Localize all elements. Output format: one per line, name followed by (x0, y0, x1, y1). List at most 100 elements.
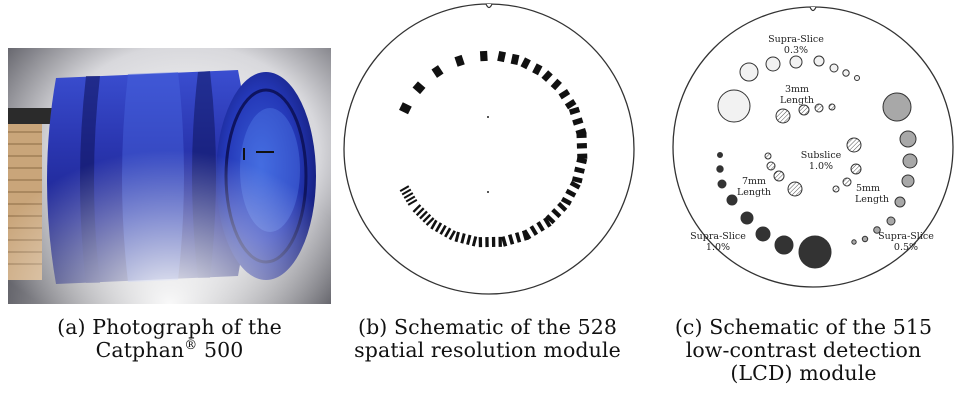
medium-contrast-disk (894, 196, 906, 208)
resolution-bar (507, 234, 515, 245)
line-pair-group (560, 180, 581, 206)
dark-contrast-disk (726, 194, 738, 206)
caption-a-line1: (a) Photograph of the (57, 315, 282, 339)
registered-mark: ® (184, 338, 198, 354)
resolution-bar (454, 54, 465, 67)
resolution-bar (541, 70, 553, 82)
light-contrast-disk (842, 69, 850, 77)
resolution-bar (571, 176, 583, 184)
label-3mm: 3mm (785, 84, 809, 95)
caption-c-line3: (LCD) module (730, 361, 877, 385)
resolution-bar (405, 195, 416, 203)
resolution-bar (412, 81, 426, 95)
resolution-bar (543, 217, 552, 228)
label-supra-slice-top: Supra-Slice (768, 34, 824, 45)
caption-a-model: 500 (197, 338, 244, 362)
light-contrast-disk (717, 89, 751, 123)
medium-contrast-disk (899, 130, 917, 148)
resolution-bar (529, 225, 539, 236)
resolution-bar (536, 221, 545, 232)
resolution-bar (448, 230, 456, 241)
label-7mm: 7mm (742, 176, 766, 187)
resolution-bar (576, 132, 587, 139)
line-pair-group (541, 70, 562, 91)
resolution-bar (471, 236, 478, 247)
line-pair-group (576, 132, 588, 160)
module-outline (343, 3, 635, 295)
resolution-bar (545, 214, 556, 225)
resolution-bar (550, 78, 562, 91)
label-supra-slice-right: Supra-Slice (878, 231, 934, 242)
line-pair-group (520, 57, 543, 76)
resolution-bar (431, 65, 444, 78)
label-supra-slice-top-pct: 0.3% (784, 45, 808, 56)
line-pair-group (497, 50, 520, 66)
hatch-contrast-disk (850, 163, 862, 175)
dark-contrast-disk (740, 211, 754, 225)
line-pair-group (478, 236, 502, 248)
light-contrast-disk (854, 75, 860, 81)
resolution-bar (444, 227, 452, 238)
resolution-bar (491, 236, 496, 247)
hatch-contrast-disk (787, 181, 803, 197)
dark-contrast-disk (798, 235, 832, 269)
alignment-notch (809, 6, 817, 12)
line-pair-group (501, 230, 529, 247)
medium-contrast-disk (873, 226, 881, 234)
resolution-bar (485, 237, 489, 248)
resolution-bar (412, 204, 422, 213)
line-pair-group (431, 65, 444, 78)
resolution-bar (419, 210, 428, 220)
resolution-bar (565, 188, 577, 198)
resolution-bar (510, 53, 520, 66)
resolution-bar (425, 217, 435, 226)
label-subslice-pct: 1.0% (809, 161, 833, 172)
line-pair-group (571, 157, 588, 184)
resolution-bar (454, 231, 460, 243)
medium-contrast-disk (886, 216, 896, 226)
resolution-bar (557, 201, 568, 212)
line-pair-group (454, 231, 478, 247)
resolution-bar (572, 117, 584, 126)
resolution-bar (415, 207, 425, 217)
light-contrast-disk (765, 56, 781, 72)
medium-contrast-disk (901, 174, 915, 188)
caption-a-line2: Catphan® 500 (8, 339, 331, 362)
hatch-contrast-disk (842, 177, 852, 187)
dark-contrast-disk (755, 226, 771, 242)
resolution-bar (430, 219, 438, 230)
resolution-bar (399, 102, 412, 115)
dark-contrast-disk (717, 152, 723, 158)
caption-b-line1: (b) Schematic of the 528 (357, 315, 617, 339)
hatch-contrast-disk (798, 104, 810, 116)
medium-contrast-disk (861, 235, 869, 243)
medium-contrast-disk (882, 92, 912, 122)
resolution-bar (498, 236, 502, 247)
resolution-bar (497, 50, 506, 63)
contrast-disks (716, 55, 918, 269)
alignment-notch (485, 3, 493, 9)
label-7mm-length: Length (737, 187, 771, 198)
resolution-bar (439, 224, 447, 235)
resolution-bar (568, 106, 581, 115)
line-pair-group (399, 102, 412, 115)
caption-a: (a) Photograph of the Catphan® 500 (8, 316, 331, 362)
resolution-bar (478, 237, 483, 248)
medium-contrast-disk (902, 153, 918, 169)
resolution-bar (558, 89, 571, 100)
resolution-bar (569, 180, 581, 190)
resolution-bar (399, 185, 410, 192)
resolution-bar (551, 208, 562, 219)
caption-a-product: Catphan (95, 338, 185, 362)
resolution-bar (560, 196, 572, 206)
label-supra-slice-right-pct: 0.5% (894, 242, 918, 253)
line-pair-group (479, 50, 488, 62)
label-5mm-length: Length (855, 194, 889, 205)
dark-contrast-disk (774, 235, 794, 255)
line-pair-group (412, 204, 435, 226)
hatch-contrast-disk (846, 137, 862, 153)
line-pair-group (545, 201, 568, 225)
hatch-contrast-disk (773, 170, 785, 182)
resolution-bar (422, 213, 432, 223)
hatch-contrast-disk (764, 152, 772, 160)
